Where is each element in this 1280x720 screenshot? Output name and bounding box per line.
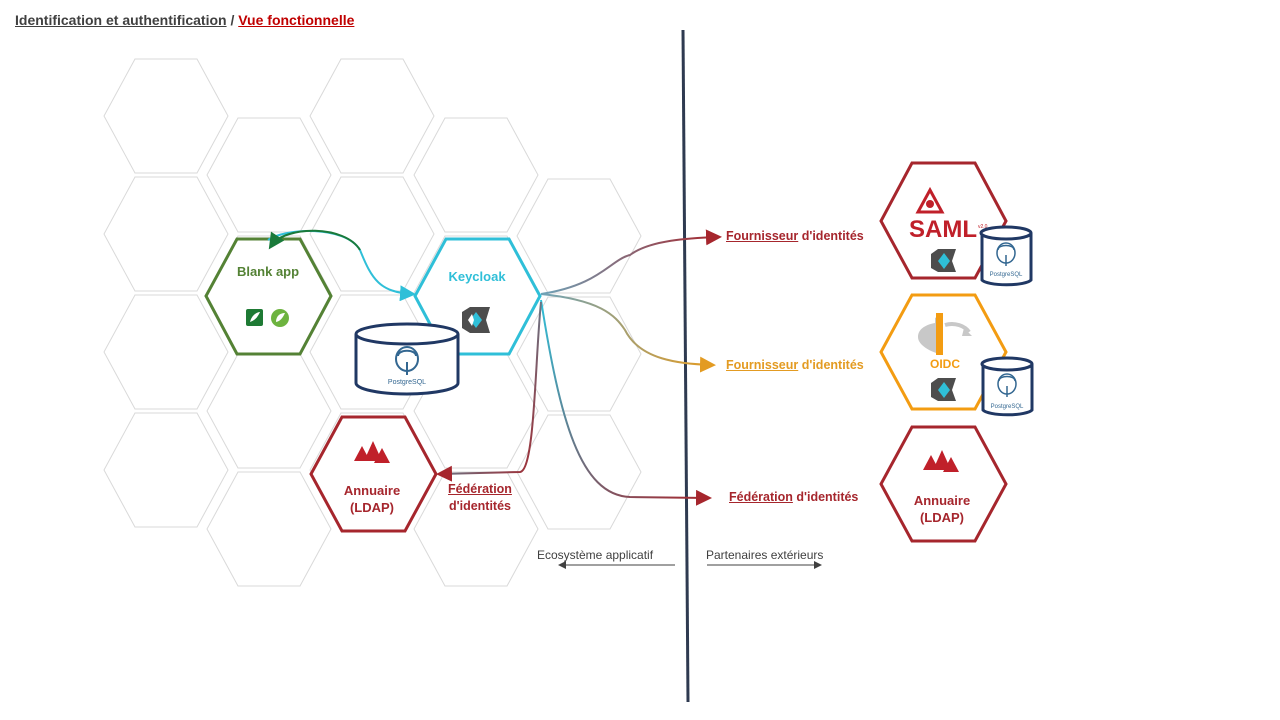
provider-federation-rest: d'identités	[792, 490, 859, 504]
keycloak-to-ldap-connector	[436, 301, 542, 482]
zone-left-label: Ecosystème applicatif	[537, 548, 654, 562]
honeycomb-cell	[103, 58, 229, 174]
keycloak-to-saml-connector	[540, 229, 722, 295]
postgresql-label-saml: PostgreSQL	[990, 272, 1023, 278]
provider-label-oidc: Fournisseur d'identités	[726, 358, 864, 372]
title-part2: Vue fonctionnelle	[238, 12, 355, 28]
federation-internal-label: Fédération d'identités	[430, 481, 530, 515]
honeycomb-cell	[413, 117, 539, 233]
postgresql-label-internal: PostgreSQL	[388, 379, 426, 386]
federation-internal-line1: Fédération	[448, 482, 512, 496]
provider-label-saml: Fournisseur d'identités	[726, 229, 864, 243]
keycloak-icon	[931, 249, 956, 272]
boundary-divider	[681, 29, 690, 703]
honeycomb-cell	[206, 353, 332, 469]
annuaire-internal-line1: Annuaire	[343, 483, 401, 498]
honeycomb-cell	[206, 117, 332, 233]
honeycomb-cell	[516, 296, 642, 412]
provider-oidc-strong: Fournisseur	[726, 358, 799, 372]
page-title: Identification et authentification / Vue…	[15, 12, 354, 28]
keycloak-to-oidc-connector	[540, 293, 716, 373]
honeycomb-cell	[103, 294, 229, 410]
provider-label-federation: Fédération d'identités	[729, 490, 858, 504]
ldap-icon	[923, 450, 959, 472]
annuaire-internal-line2: (LDAP)	[349, 500, 395, 515]
provider-saml-rest: d'identités	[798, 229, 864, 243]
blank-app-label: Blank app	[236, 264, 300, 279]
title-separator: /	[226, 12, 239, 28]
federation-internal-line2: d'identités	[448, 499, 511, 513]
oidc-label: OIDC	[930, 357, 960, 371]
annuaire-external-hexagon[interactable]	[879, 425, 1008, 543]
provider-saml-strong: Fournisseur	[726, 229, 799, 243]
keycloak-label: Keycloak	[448, 269, 506, 284]
annuaire-internal-label: Annuaire (LDAP)	[322, 482, 422, 516]
honeycomb-cell	[309, 58, 435, 174]
spring-icons	[246, 309, 289, 327]
provider-federation-strong: Fédération	[729, 490, 793, 504]
annuaire-external-line1: Annuaire	[913, 493, 971, 508]
ldap-icon	[354, 441, 390, 463]
honeycomb-cell	[103, 412, 229, 528]
keycloak-icon	[931, 378, 956, 401]
annuaire-external-line2: (LDAP)	[919, 510, 965, 525]
postgresql-db-saml	[979, 225, 1033, 287]
annuaire-internal-hexagon[interactable]	[309, 415, 438, 533]
honeycomb-cell	[516, 178, 642, 294]
zone-right-label: Partenaires extérieurs	[706, 548, 824, 562]
saml-hexagon[interactable]	[879, 161, 1008, 280]
postgresql-db-oidc	[980, 356, 1034, 417]
honeycomb-cell	[206, 471, 332, 587]
annuaire-external-label: Annuaire (LDAP)	[892, 492, 992, 526]
honeycomb-cell	[516, 414, 642, 530]
keycloak-icon	[462, 307, 490, 333]
postgresql-label-oidc: PostgreSQL	[991, 404, 1024, 410]
oidc-hexagon[interactable]	[879, 293, 1008, 411]
keycloak-to-federation-connector	[540, 299, 712, 506]
postgresql-db-internal	[354, 322, 460, 396]
saml-logo	[915, 186, 945, 214]
blank-app-hexagon[interactable]	[204, 237, 333, 356]
provider-oidc-rest: d'identités	[798, 358, 864, 372]
honeycomb-cell	[103, 176, 229, 292]
keycloak-to-blank-app-connector	[268, 229, 361, 251]
saml-version: v2.0	[978, 224, 988, 230]
saml-logo-text: SAML	[909, 216, 977, 243]
openid-logo	[918, 313, 972, 355]
title-part1: Identification et authentification	[15, 12, 227, 28]
